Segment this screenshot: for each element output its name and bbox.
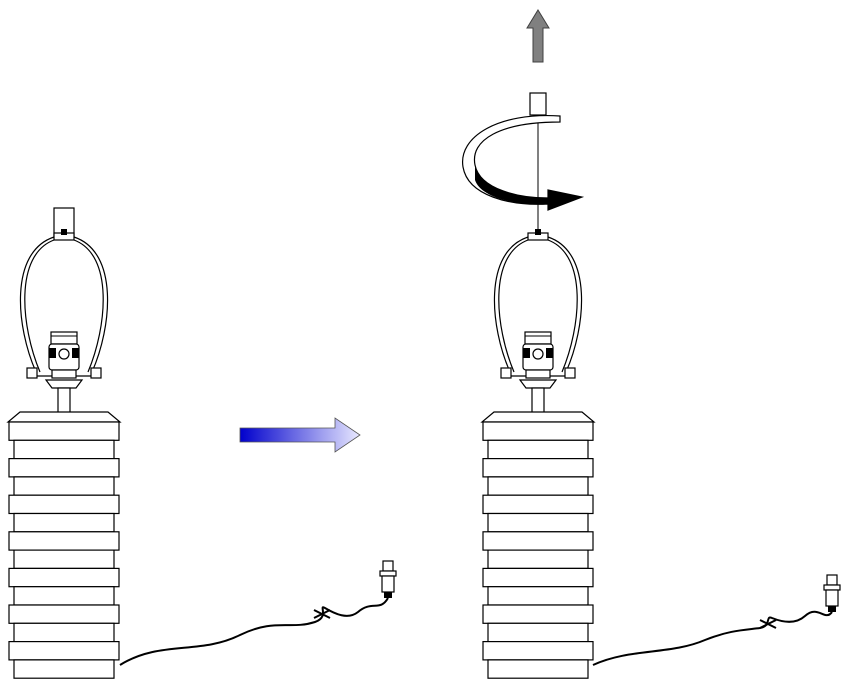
twist-tie-strokes [313, 609, 331, 619]
socket-clip-left [49, 348, 56, 358]
cord-twist-tie [759, 619, 777, 629]
base-tier [487, 512, 589, 533]
base-tier [13, 439, 115, 460]
socket-cap [51, 369, 77, 379]
harp-right-arm [547, 236, 583, 373]
harp-left-arm-inner [24, 239, 55, 373]
base-tier [8, 458, 120, 478]
up-arrow-icon [526, 9, 550, 63]
plug-prongs [382, 560, 394, 572]
harp-right-arm [73, 236, 109, 373]
socket-clip-left [523, 348, 530, 358]
harp-threaded-stud [61, 229, 67, 235]
power-cord [592, 610, 833, 666]
cord-twist-tie [313, 609, 331, 619]
twist-tie-strokes [759, 619, 777, 629]
plug [379, 560, 397, 598]
socket-top-shell [50, 331, 78, 345]
socket [44, 331, 84, 415]
cord-line [592, 610, 833, 666]
socket-neck [518, 379, 558, 389]
cord-line [119, 597, 389, 666]
rotate-arrow-icon [462, 114, 585, 211]
lamp-after [480, 229, 841, 679]
harp-saddle-left [500, 367, 512, 379]
base-tier [482, 604, 594, 624]
harp-left-arm [19, 236, 55, 373]
base-tier [487, 622, 589, 643]
base-tier [13, 512, 115, 533]
socket-cap [525, 369, 551, 379]
base-tier [482, 458, 594, 478]
lamp-base [6, 411, 122, 679]
socket-neck [44, 379, 84, 389]
base-tier [13, 659, 115, 679]
finial-removed [529, 92, 547, 232]
base-tier [8, 494, 120, 515]
harp-saddle-right [90, 367, 102, 379]
base-tier [487, 476, 589, 496]
power-cord [119, 597, 389, 666]
harp-saddle-left [26, 367, 38, 379]
lamp-pipe [531, 387, 545, 415]
plug-strain-relief [828, 606, 836, 612]
base-tier [8, 421, 120, 441]
socket-clip-right [546, 348, 553, 358]
base-tier [487, 659, 589, 679]
base-tier [13, 476, 115, 496]
base-tier [487, 586, 589, 606]
base-tier [13, 586, 115, 606]
socket [518, 331, 558, 415]
harp-right-arm-inner [547, 239, 578, 373]
socket-switch-knob [58, 348, 70, 360]
plug-collar [823, 584, 841, 591]
harp-right-arm-inner [73, 239, 104, 373]
plug [823, 574, 841, 612]
harp-saddle-right [564, 367, 576, 379]
socket-switch-knob [532, 348, 544, 360]
base-tier [8, 567, 120, 588]
harp-left-arm [493, 236, 529, 373]
plug-body [381, 575, 395, 593]
plug-body [825, 589, 839, 607]
base-tier [8, 604, 120, 624]
lamp-base [480, 411, 596, 679]
base-top-plate [6, 411, 122, 423]
base-tier [487, 549, 589, 569]
plug-collar [379, 570, 397, 577]
harp-left-arm-inner [498, 239, 529, 373]
base-top-plate [480, 411, 596, 423]
base-tier [482, 531, 594, 551]
base-tier [482, 640, 594, 661]
plug-strain-relief [384, 592, 392, 598]
lamp-pipe [57, 387, 71, 415]
socket-top-shell [524, 331, 552, 345]
base-tier [487, 439, 589, 460]
base-tier [482, 421, 594, 441]
base-tier [8, 531, 120, 551]
right-arrow-icon [239, 417, 361, 453]
socket-clip-right [72, 348, 79, 358]
lamp-before [6, 207, 397, 679]
base-tier [482, 567, 594, 588]
plug-prongs [826, 574, 838, 586]
base-tier [13, 622, 115, 643]
base-tier [13, 549, 115, 569]
base-tier [482, 494, 594, 515]
base-tier [8, 640, 120, 661]
